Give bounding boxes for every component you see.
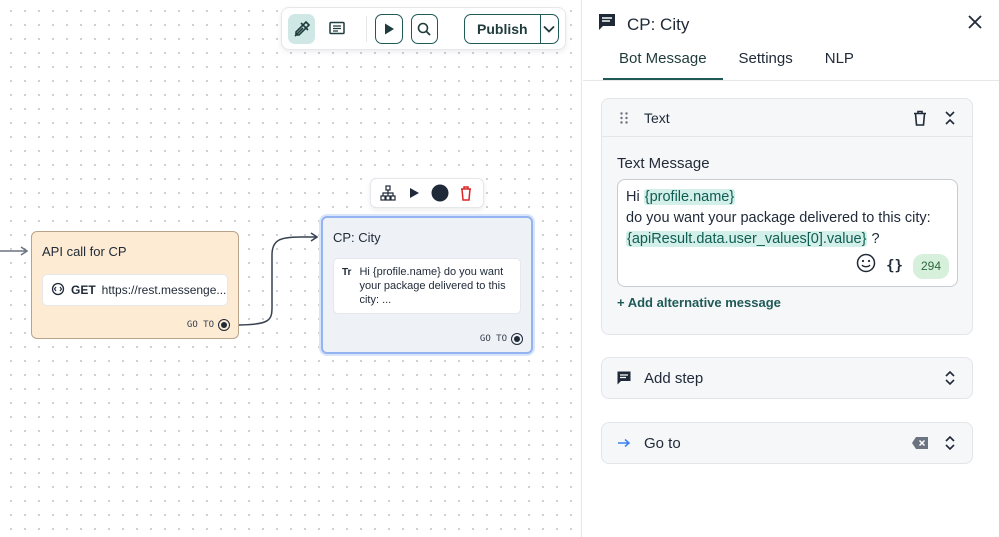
message-text: ? — [867, 231, 880, 247]
text-type-icon: Tr — [342, 267, 352, 278]
character-counter: 294 — [912, 254, 949, 279]
goto-connector-icon[interactable] — [511, 333, 523, 345]
text-card-header: Text — [602, 99, 972, 137]
play-icon[interactable] — [375, 13, 403, 44]
expand-icon[interactable] — [940, 368, 960, 388]
play-icon[interactable] — [403, 182, 425, 204]
variable-insert-icon[interactable]: {} — [886, 258, 903, 274]
comment-icon[interactable] — [323, 14, 350, 44]
flow-canvas[interactable]: Publish API call for CP GET https://rest… — [0, 0, 582, 537]
emoji-icon[interactable] — [856, 253, 876, 280]
goto-label: GO TO — [479, 334, 507, 344]
text-card-label: Text — [644, 109, 670, 126]
message-text: do you want your package delivered to th… — [626, 210, 931, 226]
node-actions-toolbar — [370, 178, 484, 208]
node-goto[interactable]: GO TO — [480, 333, 523, 345]
message-preview: Hi {profile.name} do you want your packa… — [359, 266, 506, 306]
api-icon — [51, 282, 65, 299]
node-text-preview[interactable]: Tr Hi {profile.name} do you want your pa… — [333, 258, 521, 314]
toolbar-divider — [366, 15, 368, 42]
textarea-tools: {} 294 — [856, 253, 949, 280]
trash-icon[interactable] — [910, 108, 930, 128]
add-alternative-message-link[interactable]: + Add alternative message — [617, 295, 781, 310]
tabs-divider — [583, 80, 999, 81]
add-step-card[interactable]: Add step — [601, 357, 973, 399]
variable-chip: {profile.name} — [643, 189, 736, 205]
api-url: https://rest.messenge... — [101, 283, 227, 297]
api-to-city-connection — [231, 236, 316, 326]
hierarchy-icon[interactable] — [377, 182, 399, 204]
delete-icon[interactable] — [455, 182, 477, 204]
publish-button[interactable]: Publish — [477, 20, 528, 37]
panel-tabs: Bot Message Settings NLP — [603, 46, 870, 80]
connection-lines — [0, 232, 319, 326]
http-method: GET — [71, 283, 96, 297]
arrow-right-icon — [614, 433, 634, 453]
message-icon — [597, 12, 617, 37]
message-icon — [614, 368, 634, 388]
api-request-row[interactable]: GET https://rest.messenge... — [42, 274, 228, 306]
text-step-card: Text Text Message Hi {profile.name} do y… — [601, 98, 973, 335]
node-title: CP: City — [333, 230, 381, 245]
properties-panel: CP: City Bot Message Settings NLP Text T… — [583, 0, 999, 537]
goto-card[interactable]: Go to — [601, 422, 973, 464]
record-icon[interactable] — [429, 182, 451, 204]
goto-connector-icon[interactable] — [218, 319, 230, 331]
drag-handle-icon[interactable] — [614, 108, 634, 128]
panel-header: CP: City — [597, 12, 689, 37]
collapse-icon[interactable] — [940, 108, 960, 128]
tab-nlp[interactable]: NLP — [824, 50, 854, 67]
search-icon[interactable] — [410, 13, 439, 44]
panel-title: CP: City — [627, 14, 690, 34]
close-icon[interactable] — [965, 12, 985, 32]
goto-label: GO TO — [186, 320, 214, 330]
tools-icon[interactable] — [288, 13, 316, 44]
tab-settings[interactable]: Settings — [738, 50, 793, 67]
canvas-toolbar: Publish — [281, 7, 566, 50]
incoming-arrowhead — [20, 246, 29, 256]
api-call-node[interactable]: API call for CP GET https://rest.messeng… — [31, 231, 239, 339]
city-node[interactable]: CP: City Tr Hi {profile.name} do you wan… — [321, 216, 533, 354]
message-text: Hi — [626, 189, 644, 205]
text-message-input[interactable]: Hi {profile.name} do you want your packa… — [617, 179, 958, 287]
chevron-down-icon[interactable] — [539, 14, 558, 43]
text-message-label: Text Message — [617, 155, 710, 172]
expand-icon[interactable] — [940, 433, 960, 453]
goto-label: Go to — [644, 434, 681, 452]
tab-bot-message[interactable]: Bot Message — [603, 46, 723, 80]
city-arrowhead — [310, 232, 319, 242]
node-title: API call for CP — [42, 244, 127, 259]
node-goto[interactable]: GO TO — [187, 319, 230, 331]
clear-icon[interactable] — [910, 433, 930, 453]
add-step-label: Add step — [644, 369, 704, 387]
publish-split-button: Publish — [464, 13, 559, 44]
variable-chip: {apiResult.data.user_values[0].value} — [626, 231, 868, 247]
